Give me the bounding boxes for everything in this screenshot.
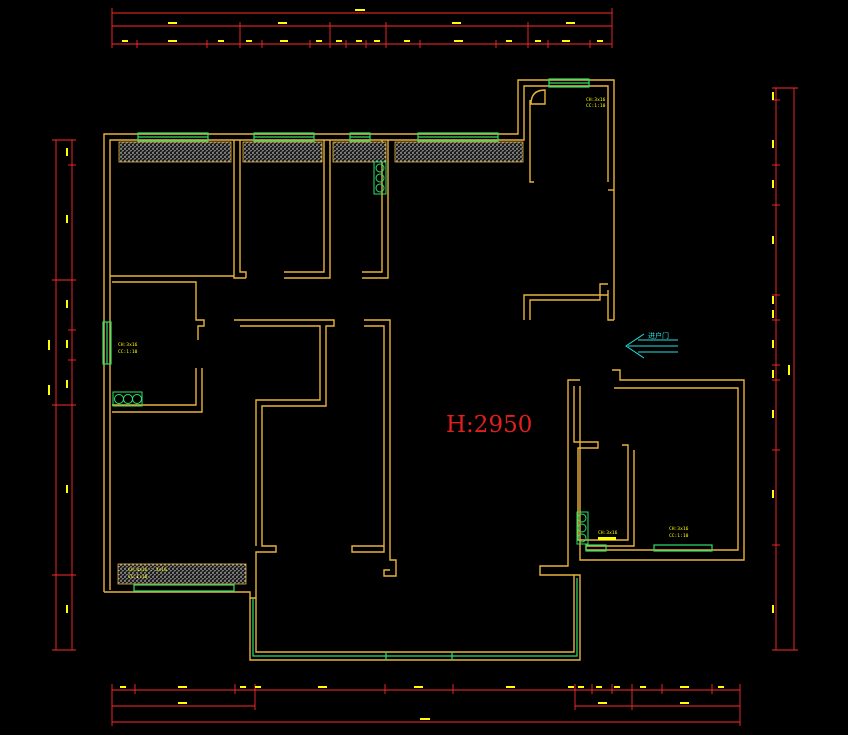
windows (102, 78, 713, 660)
dimension-values (48, 9, 790, 720)
note-bottom-left-line2: CC:1:10 (128, 574, 148, 580)
door-swing-icon (530, 89, 546, 105)
note-top-right-room-line2: CC:1:10 (586, 103, 606, 109)
room-notes: CH:3x16 CC:1:10 CH:3x16 CC:1:10 CH:3x16 … (118, 97, 689, 580)
dimension-lines-bottom (111, 684, 741, 726)
ceiling-height-label: H:2950 (446, 412, 532, 438)
entrance-label: 进户门 (648, 331, 669, 340)
dimension-lines-right (772, 87, 798, 651)
note-left-room-line2: CC:1:10 (118, 349, 138, 355)
note-right-small-line1: CH:3x16 (598, 530, 618, 536)
hatched-sill-icon (117, 141, 524, 585)
note-left-room-line1: CH:3x16 (118, 342, 138, 348)
stove-burner-icon (112, 161, 589, 545)
note-bottom-left-line1: CH:3x16 : 3x16 (128, 567, 167, 573)
note-right-room-line2: CC:1:10 (669, 533, 689, 539)
dimension-lines-left (52, 139, 76, 651)
entrance-arrow-icon (625, 333, 678, 359)
dimension-lines-top (111, 8, 613, 48)
note-top-right-room-line1: CH:3x16 (586, 97, 606, 103)
walls (103, 79, 745, 661)
note-right-room-line1: CH:3x16 (669, 526, 689, 532)
